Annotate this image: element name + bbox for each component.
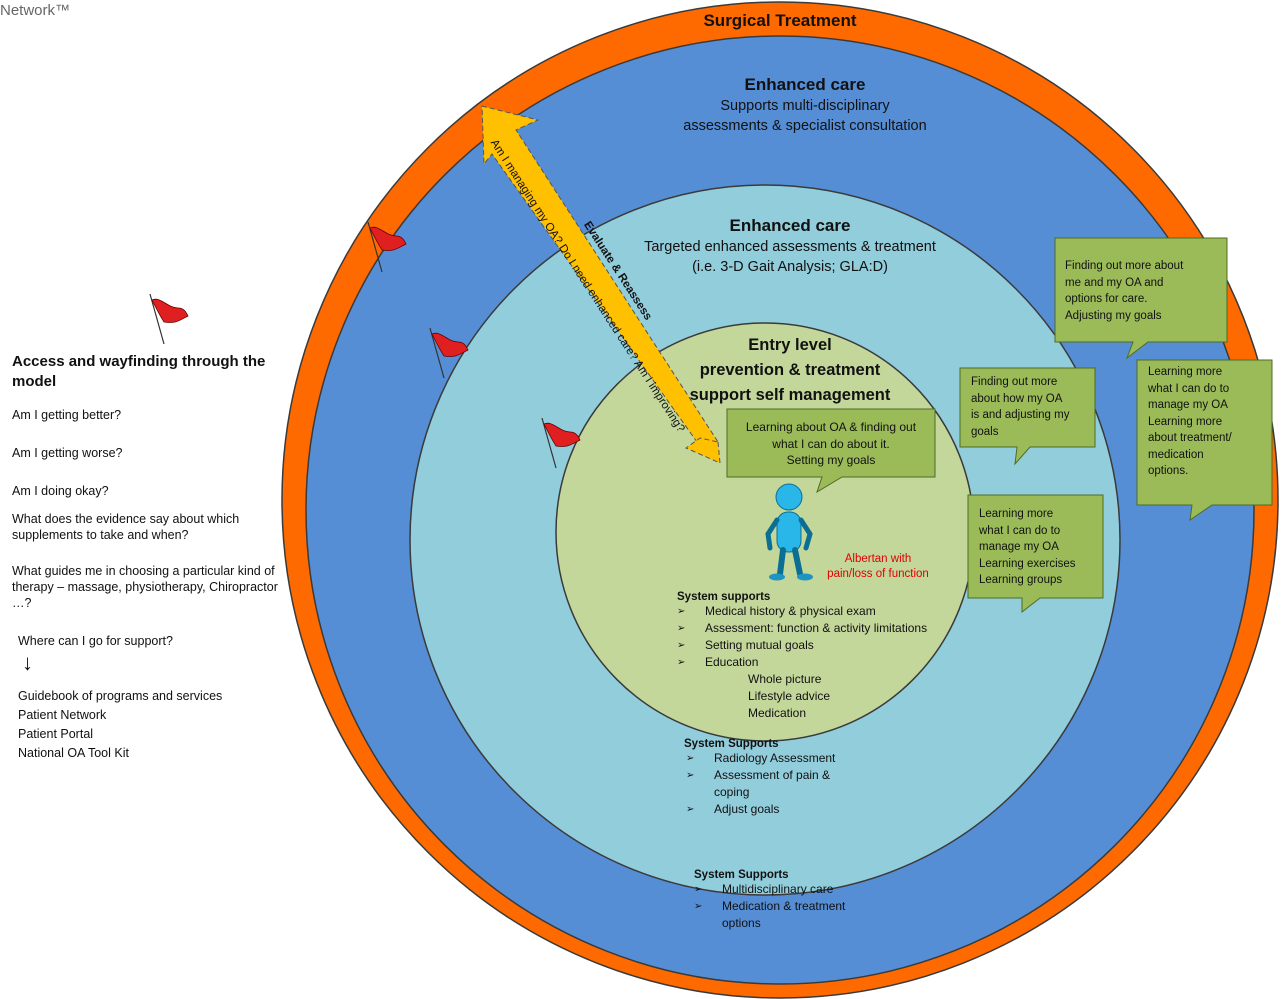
list-item: Medical history & physical exam [677, 603, 967, 620]
entry-title-1: Entry level [748, 336, 832, 354]
outer-enhanced-subtitle-1: Supports multi-disciplinary [720, 98, 890, 114]
list-item: Multidisciplinary care [694, 881, 894, 898]
callout-right-far-text: Learning more what I can do to manage my… [1148, 364, 1270, 480]
callout-line: Finding out more [971, 376, 1058, 388]
header-text: Network™ [0, 2, 71, 19]
question-item: Where can I go for support? [18, 634, 173, 648]
outer-enhanced-block: Enhanced care Supports multi-disciplinar… [640, 74, 970, 136]
list-item: options [722, 916, 761, 930]
callout-line: what I can do to [979, 524, 1061, 537]
callout-line: Learning about OA & finding out [745, 420, 917, 434]
callout-line: about how my OA [971, 392, 1063, 405]
entry-system-supports: System supports Medical history & physic… [677, 591, 967, 722]
red-flag-icon [429, 327, 469, 379]
resource-item: Patient Portal [18, 727, 94, 741]
callout-line: me and my OA and [1065, 276, 1164, 289]
resource-item: Guidebook of programs and services [18, 689, 223, 703]
list-item: coping [714, 785, 750, 799]
person-label-line: Albertan with [844, 553, 912, 565]
outer-supports-list: Multidisciplinary care Medication & trea… [694, 881, 894, 932]
callout-line: what I can do to [1148, 382, 1230, 395]
callout-line: Finding out more about [1065, 260, 1184, 272]
outer-enhanced-subtitle-2: assessments & specialist consultation [683, 118, 927, 134]
callout-line: Learning groups [979, 574, 1063, 586]
callout-center-text: Learning about OA & finding out what I c… [730, 419, 932, 469]
callout-right-top-text: Finding out more about me and my OA and … [1065, 258, 1225, 324]
red-flag-icon [149, 293, 189, 345]
outer-system-supports: System Supports Multidisciplinary care M… [694, 869, 894, 932]
callout-right-mid [959, 367, 1096, 466]
question-item: Am I getting worse? [12, 446, 123, 460]
entry-supports-title: System supports [677, 591, 771, 603]
inner-supports-list: Radiology Assessment Assessment of pain … [686, 750, 884, 818]
callout-right-mid-text: Finding out more about how my OA is and … [971, 374, 1096, 440]
entry-title-block: Entry level prevention & treatment suppo… [680, 333, 900, 408]
entry-title-3: support self management [689, 386, 891, 404]
callout-line: options for care. [1065, 293, 1148, 305]
inner-enhanced-subtitle-1: Targeted enhanced assessments & treatmen… [644, 239, 936, 255]
callout-line: about treatment/ [1148, 432, 1232, 444]
list-item: Lifestyle advice [748, 689, 831, 703]
inner-system-supports: System Supports Radiology Assessment Ass… [684, 738, 884, 818]
callout-line: options. [1148, 465, 1189, 477]
callout-right-top [1054, 237, 1228, 360]
outer-supports-title: System Supports [694, 869, 789, 881]
list-item: Medication & treatment [694, 898, 894, 915]
question-item: Am I getting better? [12, 408, 122, 422]
inner-enhanced-subtitle-2: (i.e. 3-D Gait Analysis; GLA:D) [692, 259, 888, 275]
surgical-title: Surgical Treatment [703, 11, 857, 30]
question-item: Am I doing okay? [12, 484, 109, 498]
entry-supports-list: Medical history & physical exam Assessme… [677, 603, 967, 722]
outer-enhanced-title: Enhanced care [744, 75, 866, 94]
entry-title-2: prevention & treatment [699, 361, 881, 379]
callout-line: what I can do about it. [772, 436, 890, 451]
list-item: Education [677, 654, 967, 671]
callout-line: Learning more [1148, 366, 1223, 378]
list-item: Medication [748, 706, 807, 720]
callout-line: is and adjusting my [971, 409, 1070, 421]
list-item: Adjust goals [686, 801, 884, 818]
resource-item: Patient Network [18, 708, 107, 722]
callout-line: Setting my goals [786, 453, 876, 467]
callout-line: Learning more [979, 508, 1054, 520]
callout-right-low [967, 494, 1104, 614]
double-arrow-icon [481, 105, 721, 464]
list-item: Assessment: function & activity limitati… [677, 620, 967, 637]
question-item: What guides me in choosing a particular … [12, 564, 278, 610]
list-item: Assessment of pain & [686, 767, 884, 784]
resources-list: Guidebook of programs and services Patie… [18, 687, 302, 763]
list-item: Setting mutual goals [677, 637, 967, 654]
callout-line: medication [1148, 448, 1204, 461]
list-item: Radiology Assessment [686, 750, 884, 767]
inner-enhanced-title: Enhanced care [729, 216, 851, 235]
callout-line: Adjusting my goals [1065, 309, 1162, 322]
wayfinding-panel: Access and wayfinding through the model … [12, 352, 302, 763]
callout-line: Learning exercises [979, 557, 1076, 570]
person-icon [765, 483, 813, 581]
callout-center [726, 408, 936, 494]
inner-enhanced-block: Enhanced care Targeted enhanced assessme… [600, 215, 980, 277]
red-flag-icon [367, 221, 407, 273]
callout-right-far [1136, 359, 1273, 522]
callout-line: manage my OA [1148, 399, 1228, 411]
red-flag-icon [541, 417, 581, 469]
person-label: Albertan with pain/loss of function [818, 552, 938, 582]
question-item: What does the evidence say about which s… [12, 512, 240, 542]
down-arrow-icon: ↓ [22, 650, 33, 675]
inner-supports-title: System Supports [684, 738, 779, 750]
person-label-line: pain/loss of function [827, 568, 929, 580]
callout-line: goals [971, 425, 999, 438]
callout-line: manage my OA [979, 541, 1059, 553]
callout-line: Learning more [1148, 415, 1223, 428]
resource-item: National OA Tool Kit [18, 746, 129, 760]
wayfinding-title: Access and wayfinding through the model [12, 353, 266, 390]
list-item: Whole picture [748, 672, 822, 686]
callout-right-low-text: Learning more what I can do to manage my… [979, 506, 1103, 589]
